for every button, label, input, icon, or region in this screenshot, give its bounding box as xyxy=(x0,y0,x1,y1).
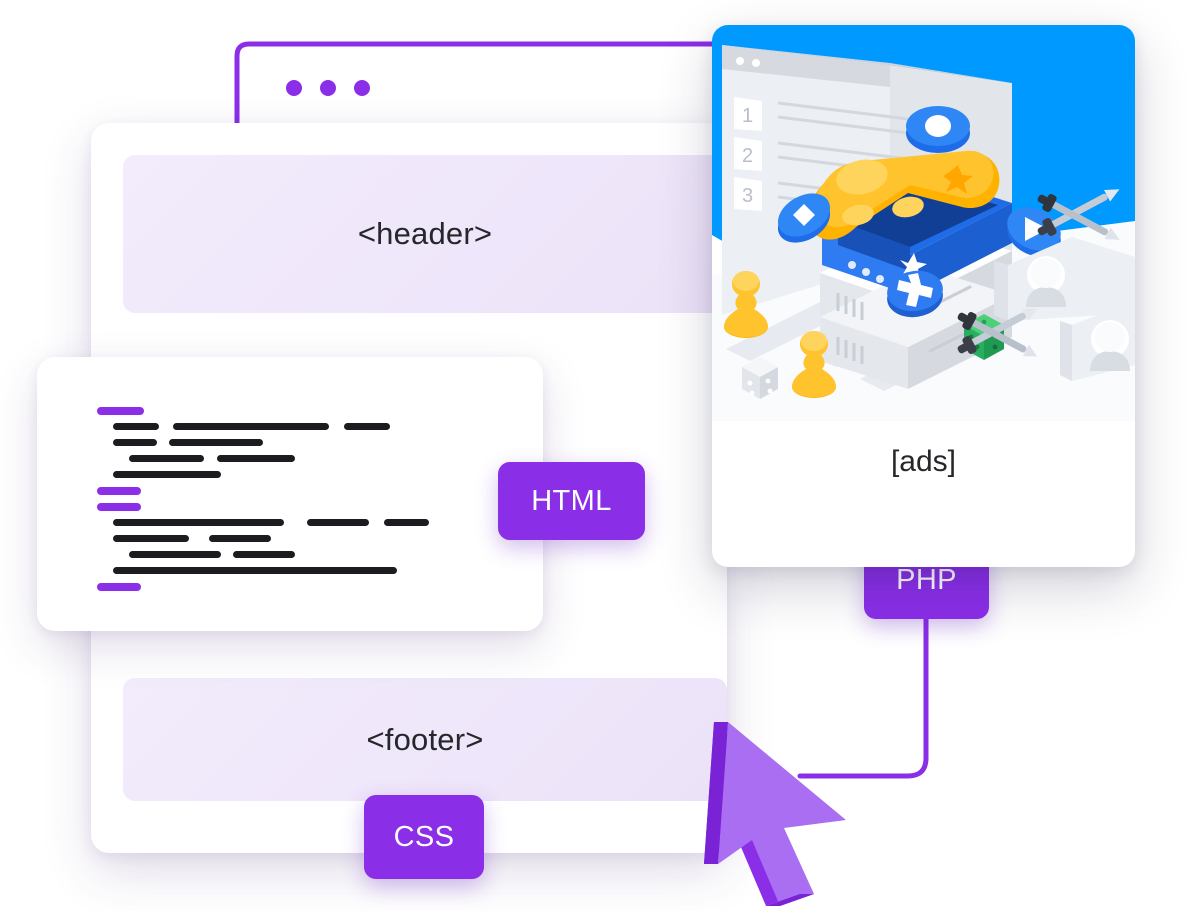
code-text-line xyxy=(113,567,397,574)
code-line-group xyxy=(37,357,543,631)
code-keyword-line xyxy=(97,583,141,591)
cursor-edge-bottom xyxy=(766,894,814,906)
cursor-edge-left xyxy=(704,722,728,864)
chess-pawn-1 xyxy=(724,271,768,338)
window-dot-1[interactable] xyxy=(286,80,302,96)
avatar-card-2 xyxy=(1060,301,1135,381)
gaming-illustration: 1 2 3 xyxy=(712,25,1135,421)
ads-preview-card: 1 2 3 xyxy=(712,25,1135,567)
chess-pawn-2 xyxy=(792,331,836,398)
header-section-panel[interactable]: <header> xyxy=(123,155,727,313)
code-keyword-line xyxy=(97,407,144,415)
avatar-card-1 xyxy=(994,237,1135,321)
footer-section-panel[interactable]: <footer> xyxy=(123,678,727,801)
window-dot-3[interactable] xyxy=(354,80,370,96)
code-text-line xyxy=(129,455,204,462)
code-text-line xyxy=(217,455,295,462)
code-text-line xyxy=(169,439,263,446)
php-badge-label: PHP xyxy=(896,564,957,596)
code-text-line xyxy=(233,551,295,558)
html-badge-label: HTML xyxy=(531,484,612,517)
yellow-gamepad xyxy=(806,150,1000,240)
circle-badge-ring xyxy=(906,106,970,153)
list-number-3: 3 xyxy=(742,185,753,207)
code-snippet-card xyxy=(37,357,543,631)
code-text-line xyxy=(129,551,221,558)
code-keyword-line xyxy=(97,503,141,511)
css-badge[interactable]: CSS xyxy=(364,795,484,879)
crossed-swords-2 xyxy=(957,308,1038,357)
circle-badge-diamond xyxy=(777,193,831,243)
html-badge[interactable]: HTML xyxy=(498,462,645,540)
code-text-line xyxy=(113,423,159,430)
code-text-line xyxy=(384,519,429,526)
mouse-cursor[interactable] xyxy=(704,716,854,906)
code-text-line xyxy=(209,535,271,542)
window-control-dots xyxy=(286,80,370,96)
gamepad-dpad xyxy=(943,165,973,194)
code-text-line xyxy=(113,519,284,526)
code-text-line xyxy=(307,519,369,526)
css-badge-label: CSS xyxy=(393,820,455,853)
code-text-line xyxy=(113,471,221,478)
server-vents xyxy=(836,293,864,364)
ads-label: [ads] xyxy=(890,445,957,478)
crossed-swords-1 xyxy=(1037,189,1120,240)
white-dice xyxy=(742,357,778,399)
code-text-line xyxy=(113,535,189,542)
circle-badge-cross xyxy=(887,270,943,318)
code-text-line xyxy=(113,439,157,446)
header-tag-label: <header> xyxy=(357,216,493,251)
list-number-2: 2 xyxy=(742,145,753,167)
window-dot-2[interactable] xyxy=(320,80,336,96)
cursor-body xyxy=(718,722,846,906)
code-text-line xyxy=(344,423,390,430)
code-text-line xyxy=(173,423,329,430)
footer-tag-label: <footer> xyxy=(366,721,484,757)
code-keyword-line xyxy=(97,487,141,495)
list-number-1: 1 xyxy=(742,105,753,127)
